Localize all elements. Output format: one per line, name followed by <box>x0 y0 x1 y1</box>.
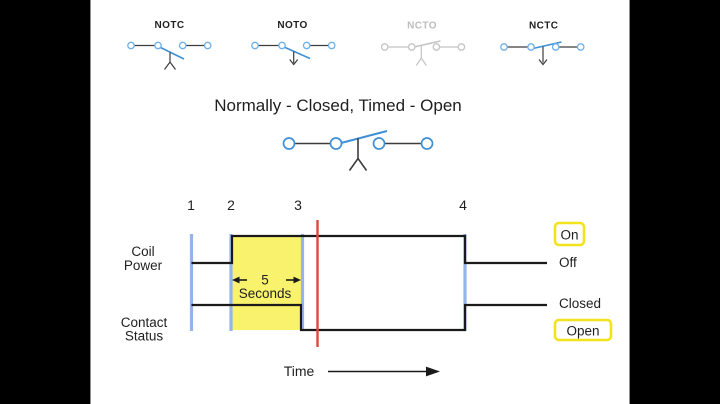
time-arrow-head-icon <box>426 366 440 377</box>
open-highlight-box <box>553 318 613 342</box>
noto-label: NOTO <box>277 20 307 31</box>
ncto-large-terminals <box>282 137 434 150</box>
timing-diagram: 1 2 3 4 5 Seconds Coil Power Contact <box>121 197 613 379</box>
slide-graphics: NOTC NOTO <box>121 20 613 379</box>
page-title: Normally - Closed, Timed - Open <box>214 96 462 115</box>
marker-4: 4 <box>459 197 467 213</box>
nctc-down-arrow-icon <box>538 46 548 66</box>
notc-label: NOTC <box>155 20 185 31</box>
time-axis: Time <box>284 363 440 379</box>
notc-up-arrow-icon <box>164 52 176 70</box>
nctc-terminals <box>500 43 585 51</box>
delay-highlight-region <box>232 236 301 330</box>
on-highlight-box <box>553 221 586 247</box>
noto-down-arrow-icon <box>289 51 299 66</box>
coil-power-trace <box>191 234 547 265</box>
coil-power-label-line2: Power <box>124 258 163 273</box>
ncto-terminals <box>380 43 466 51</box>
level-closed: Closed <box>559 296 601 311</box>
level-off: Off <box>559 255 577 270</box>
contact-status-label-line2: Status <box>125 329 164 344</box>
slide: NOTC NOTO <box>90 0 630 404</box>
ncto-up-arrow-icon <box>415 45 427 66</box>
marker-2: 2 <box>227 197 235 213</box>
delay-span-arrows-icon <box>232 276 301 284</box>
nctc-symbol-icon: NCTC <box>500 21 585 66</box>
level-open: Open <box>566 324 599 339</box>
contact-status-trace <box>191 303 547 332</box>
nctc-label: NCTC <box>529 21 558 32</box>
level-on: On <box>560 228 578 243</box>
notc-symbol-icon: NOTC <box>127 20 212 70</box>
noto-symbol-icon: NOTO <box>251 20 336 66</box>
ncto-symbol-icon: NCTO <box>380 21 466 66</box>
contact-status-label-line1: Contact <box>121 315 168 330</box>
level-labels: On Off Closed Open <box>553 221 613 342</box>
notc-terminals <box>127 41 212 50</box>
ncto-label: NCTO <box>407 21 437 32</box>
time-axis-label: Time <box>284 363 315 379</box>
noto-terminals <box>251 41 336 50</box>
marker-3: 3 <box>294 197 302 213</box>
ncto-large-up-arrow-icon <box>348 138 368 171</box>
ncto-large-symbol-icon <box>282 130 434 171</box>
marker-1: 1 <box>187 197 195 213</box>
delay-value: 5 <box>261 273 269 288</box>
delay-unit: Seconds <box>239 286 292 301</box>
coil-power-label-line1: Coil <box>131 244 154 259</box>
